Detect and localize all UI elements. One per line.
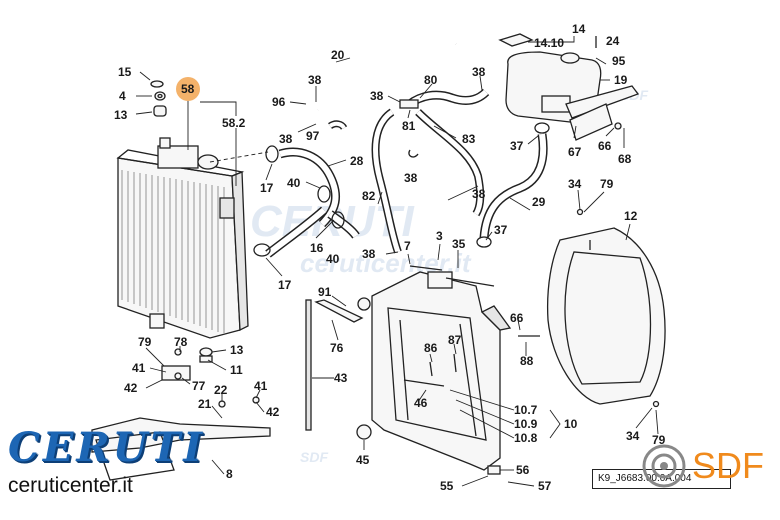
- callout-17: 17: [260, 181, 274, 195]
- callout-38: 38: [362, 247, 376, 261]
- callout-17: 17: [278, 278, 292, 292]
- callout-81: 81: [402, 119, 416, 133]
- callout-22: 22: [214, 383, 228, 397]
- lower-brackets: [91, 347, 271, 481]
- hose-clamps: [253, 99, 550, 257]
- callout-42: 42: [124, 381, 138, 395]
- callout-38: 38: [370, 89, 384, 103]
- callout-20: 20: [331, 48, 345, 62]
- callout-58: 58: [181, 82, 195, 96]
- callout-4: 4: [119, 89, 126, 103]
- callout-45: 45: [356, 453, 370, 467]
- callout-97: 97: [306, 129, 320, 143]
- sdf-logo: SDF: [640, 442, 764, 490]
- callout-34: 34: [568, 177, 582, 191]
- callout-3: 3: [436, 229, 443, 243]
- callout-79: 79: [600, 177, 614, 191]
- callout-41: 41: [132, 361, 146, 375]
- fan-shroud: [546, 227, 666, 405]
- callout-77: 77: [192, 379, 206, 393]
- callout-38: 38: [472, 187, 486, 201]
- callout-10-7: 10.7: [514, 403, 538, 417]
- callout-14-10: 14.10: [534, 36, 564, 50]
- callout-88: 88: [520, 354, 534, 368]
- callout-13: 13: [114, 108, 128, 122]
- expansion-tank: [498, 33, 640, 141]
- callout-16: 16: [310, 241, 324, 255]
- callout-labels: 15 4 13 58 58.2 20 38 96 38 97 17 28 40 …: [114, 22, 666, 493]
- callout-21: 21: [198, 397, 212, 411]
- callout-38: 38: [404, 171, 418, 185]
- callout-91: 91: [318, 285, 332, 299]
- callout-38: 38: [279, 132, 293, 146]
- hoses: [265, 32, 548, 258]
- callout-56: 56: [516, 463, 530, 477]
- callout-14: 14: [572, 22, 586, 36]
- reference-code: K9_J6683.00.0A.004: [592, 469, 731, 489]
- callout-28: 28: [350, 154, 364, 168]
- callout-12: 12: [624, 209, 638, 223]
- ceruti-brand: CERUTI ceruticenter.it: [8, 428, 205, 498]
- callout-46: 46: [414, 396, 428, 410]
- callout-29: 29: [532, 195, 546, 209]
- callout-67: 67: [568, 145, 582, 159]
- brand-name: CERUTI: [8, 424, 205, 471]
- callout-15: 15: [118, 65, 132, 79]
- callout-78: 78: [174, 335, 188, 349]
- cap-parts: [150, 80, 167, 117]
- callout-57: 57: [538, 479, 552, 493]
- fasteners: [403, 36, 660, 475]
- callout-34: 34: [626, 429, 640, 443]
- callout-95: 95: [612, 54, 626, 68]
- callout-11: 11: [230, 363, 243, 377]
- callout-10-8: 10.8: [514, 431, 538, 445]
- callout-43: 43: [334, 371, 348, 385]
- watermark-sdf-3: SDF: [300, 449, 328, 465]
- brand-url: ceruticenter.it: [8, 474, 133, 497]
- callout-38: 38: [308, 73, 322, 87]
- callout-83: 83: [462, 132, 476, 146]
- highlight-circle: [176, 77, 200, 101]
- sdf-logo-text: SDF: [692, 445, 764, 486]
- callout-79: 79: [138, 335, 152, 349]
- callout-55: 55: [440, 479, 454, 493]
- callout-24: 24: [606, 34, 620, 48]
- leader-lines: [135, 36, 659, 487]
- callout-80: 80: [424, 73, 438, 87]
- callout-86: 86: [424, 341, 438, 355]
- callout-19: 19: [614, 73, 628, 87]
- callout-40: 40: [326, 252, 340, 266]
- callout-8: 8: [226, 467, 233, 481]
- callout-82: 82: [362, 189, 376, 203]
- callout-66: 66: [598, 139, 612, 153]
- callout-35: 35: [452, 237, 466, 251]
- callout-13: 13: [230, 343, 244, 357]
- callout-87: 87: [448, 333, 462, 347]
- callout-10: 10: [564, 417, 578, 431]
- support-frame: [371, 271, 512, 471]
- callout-58-2: 58.2: [222, 116, 246, 130]
- callout-41: 41: [254, 379, 268, 393]
- callout-68: 68: [618, 152, 632, 166]
- callout-79: 79: [652, 433, 666, 447]
- callout-42: 42: [266, 405, 280, 419]
- callout-40: 40: [287, 176, 301, 190]
- callout-10-9: 10.9: [514, 417, 538, 431]
- callout-7: 7: [404, 239, 411, 253]
- callout-76: 76: [330, 341, 344, 355]
- callout-96: 96: [272, 95, 286, 109]
- seal-strips: [305, 297, 372, 440]
- callout-37: 37: [494, 223, 508, 237]
- callout-66: 66: [510, 311, 524, 325]
- callout-37: 37: [510, 139, 524, 153]
- radiator: [116, 137, 249, 339]
- callout-38: 38: [472, 65, 486, 79]
- sdf-logo-icon: [642, 444, 686, 488]
